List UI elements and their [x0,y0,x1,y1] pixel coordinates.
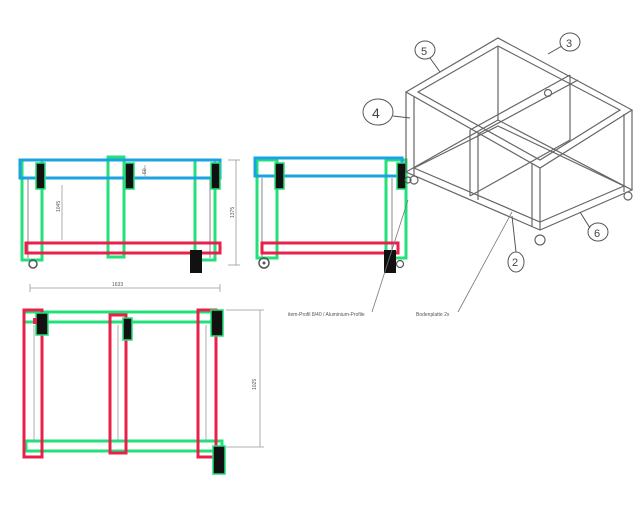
side-caster-wheel [395,259,405,269]
side-black-block [274,162,285,190]
top-width-label: 1633 [112,282,123,288]
iso-caster [543,88,553,98]
isometric-view [404,37,634,246]
callout-circle-top-left [414,40,436,60]
front-height-label: 1045 [56,201,62,212]
side-black-block [384,250,396,273]
callouts [362,32,609,273]
front-black-block [190,250,202,273]
top-black-block [210,309,224,337]
plate-note-leader [457,211,513,313]
profile-note-leader [371,199,409,313]
callout-leader [429,57,441,73]
callout-label-bottom-right: 6 [594,228,600,240]
callout-leader [579,211,591,229]
top-black-block [122,317,133,341]
callout-label-bottom-front: 2 [512,257,518,269]
top-view: 1633 1025 [22,282,264,475]
callout-circle-top-right [559,32,581,52]
iso-caster [409,175,419,185]
side-caster-hub [262,261,266,265]
callout-leader [547,45,563,55]
side-left-leg-green [255,158,279,260]
side-view [253,156,412,273]
front-black-block [35,162,46,190]
callout-leader [392,115,411,119]
front-caster-wheel [28,259,38,269]
top-rail-green [24,439,224,453]
top-depth-label: 1025 [252,379,258,390]
plate-note: Bodenplatte 2x [416,312,450,318]
top-black-block [35,312,49,336]
front-inner-label: 60 [142,168,148,174]
front-bottom-rail-red [24,241,222,255]
front-view: 1045 60 1375 [18,155,240,273]
front-black-block [124,162,135,190]
callout-circle-frame [362,98,394,126]
front-black-block [210,162,221,190]
top-black-block [212,445,226,475]
iso-top-divider [477,79,579,135]
iso-caster [534,234,546,246]
iso-bottom-inner [412,125,626,223]
top-member-red [196,308,218,459]
profile-note: item-Profil 8/40 / Aluminium-Profile [288,312,365,318]
front-middle-leg-green [106,155,126,259]
callout-label-top-right: 3 [566,38,572,50]
top-member-red [22,308,44,459]
iso-caster [623,191,633,201]
callout-circle-bottom-right [587,222,609,242]
iso-top-divider [469,74,571,131]
top-member-red [108,313,128,455]
callout-leader [511,215,517,253]
iso-top-inner [416,45,622,161]
iso-bottom-outer [404,119,634,231]
iso-bottom-divider [469,139,571,197]
front-total-label: 1375 [230,207,236,218]
front-top-rail-blue [18,158,222,180]
callout-label-frame: 4 [372,105,380,121]
side-black-block [396,162,407,190]
side-bottom-rail-red [260,241,400,255]
top-red-marker [33,318,37,324]
side-caster-wheel [258,257,270,269]
side-caster-wheel [404,176,412,184]
callout-label-top-left: 5 [421,46,427,58]
